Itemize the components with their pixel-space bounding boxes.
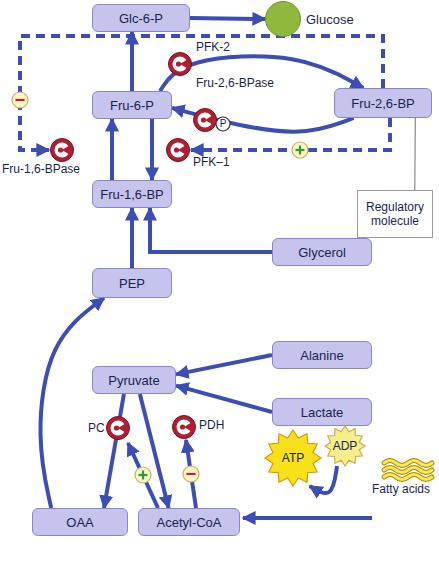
reaction-arrow — [150, 208, 272, 252]
enzyme-symbol — [169, 53, 192, 76]
metabolite-box: Glycerol — [272, 238, 372, 266]
metabolite-box: Pyruvate — [92, 366, 176, 394]
metabolite-box: Fru-2,6-BP — [334, 88, 432, 118]
enzyme-label: PFK-2 — [196, 40, 230, 54]
inhibition-sign — [12, 92, 28, 108]
metabolite-box: Fru-1,6-BP — [92, 180, 172, 208]
activation-dashed-line — [191, 118, 390, 150]
reaction-arrow — [190, 18, 265, 19]
node-text: Fru-1,6-BP — [100, 187, 164, 202]
metabolite-box: Acetyl-CoA — [138, 508, 240, 536]
reaction-arrow — [130, 32, 134, 91]
star-shape — [265, 430, 321, 486]
fatty-acid-symbol — [384, 461, 432, 480]
enzyme-label: PDH — [199, 418, 224, 432]
reaction-arrow — [130, 208, 134, 268]
node-text: Alanine — [300, 348, 343, 363]
bracket-line — [414, 118, 416, 190]
node-text: ATP — [282, 451, 304, 466]
activation-sign — [292, 142, 308, 158]
enzyme-label: Fatty acids — [372, 482, 430, 496]
enzyme-label: P — [216, 117, 230, 131]
inhibition-sign — [183, 466, 199, 482]
enzyme-label: PFK–1 — [193, 155, 230, 169]
product-circle: Glucose — [265, 1, 301, 37]
node-text: Acetyl-CoA — [156, 515, 221, 530]
enzyme-symbol — [107, 417, 130, 440]
enzyme-symbol — [173, 416, 196, 439]
fatty-acid-arrow — [243, 516, 372, 520]
enzyme-symbol — [51, 139, 74, 162]
reaction-arrow — [40, 298, 104, 508]
enzyme-label: Fru-2,6-BPase — [196, 76, 274, 90]
inhibition-arrow — [186, 440, 196, 508]
metabolite-box: Glc-6-P — [92, 4, 190, 32]
energy-star: ADP — [325, 426, 365, 466]
reaction-arrow — [176, 386, 272, 412]
reaction-arrow — [104, 394, 124, 508]
node-text: ADP — [333, 439, 358, 454]
enzyme-label: Fru-1,6-BPase — [2, 162, 80, 176]
inhibition-dashed-line — [20, 36, 383, 150]
node-text: Lactate — [301, 405, 344, 420]
enzyme-label: PC — [88, 421, 105, 435]
metabolite-box: Lactate — [272, 398, 372, 426]
metabolite-box: Alanine — [272, 341, 372, 369]
node-text: Pyruvate — [108, 373, 159, 388]
reaction-arrow — [176, 355, 272, 374]
reaction-arrow — [172, 108, 354, 132]
node-text: PEP — [119, 276, 145, 291]
node-text: Regulatory molecule — [360, 200, 430, 228]
activation-sign — [135, 467, 151, 483]
node-text: Fru-6-P — [110, 98, 154, 113]
node-text: Glc-6-P — [119, 11, 163, 26]
reaction-arrow — [140, 394, 169, 508]
reaction-arrow — [160, 56, 363, 91]
reaction-arrow — [150, 119, 154, 180]
energy-star: ATP — [265, 430, 321, 486]
star-shape — [325, 426, 365, 466]
enzyme-symbol — [194, 109, 217, 132]
enzyme-symbol — [167, 139, 190, 162]
metabolite-box: OAA — [32, 508, 128, 536]
metabolite-box: Fru-6-P — [92, 91, 172, 119]
node-text: Glycerol — [298, 245, 346, 260]
node-text: Fru-2,6-BP — [351, 96, 415, 111]
reaction-arrow — [110, 119, 114, 180]
activation-arrow — [128, 443, 158, 508]
note-box: Regulatory molecule — [357, 190, 433, 238]
phosphate-circle — [216, 117, 230, 131]
node-text: Glucose — [306, 12, 354, 27]
metabolite-box: PEP — [92, 268, 172, 298]
node-text: OAA — [66, 515, 93, 530]
